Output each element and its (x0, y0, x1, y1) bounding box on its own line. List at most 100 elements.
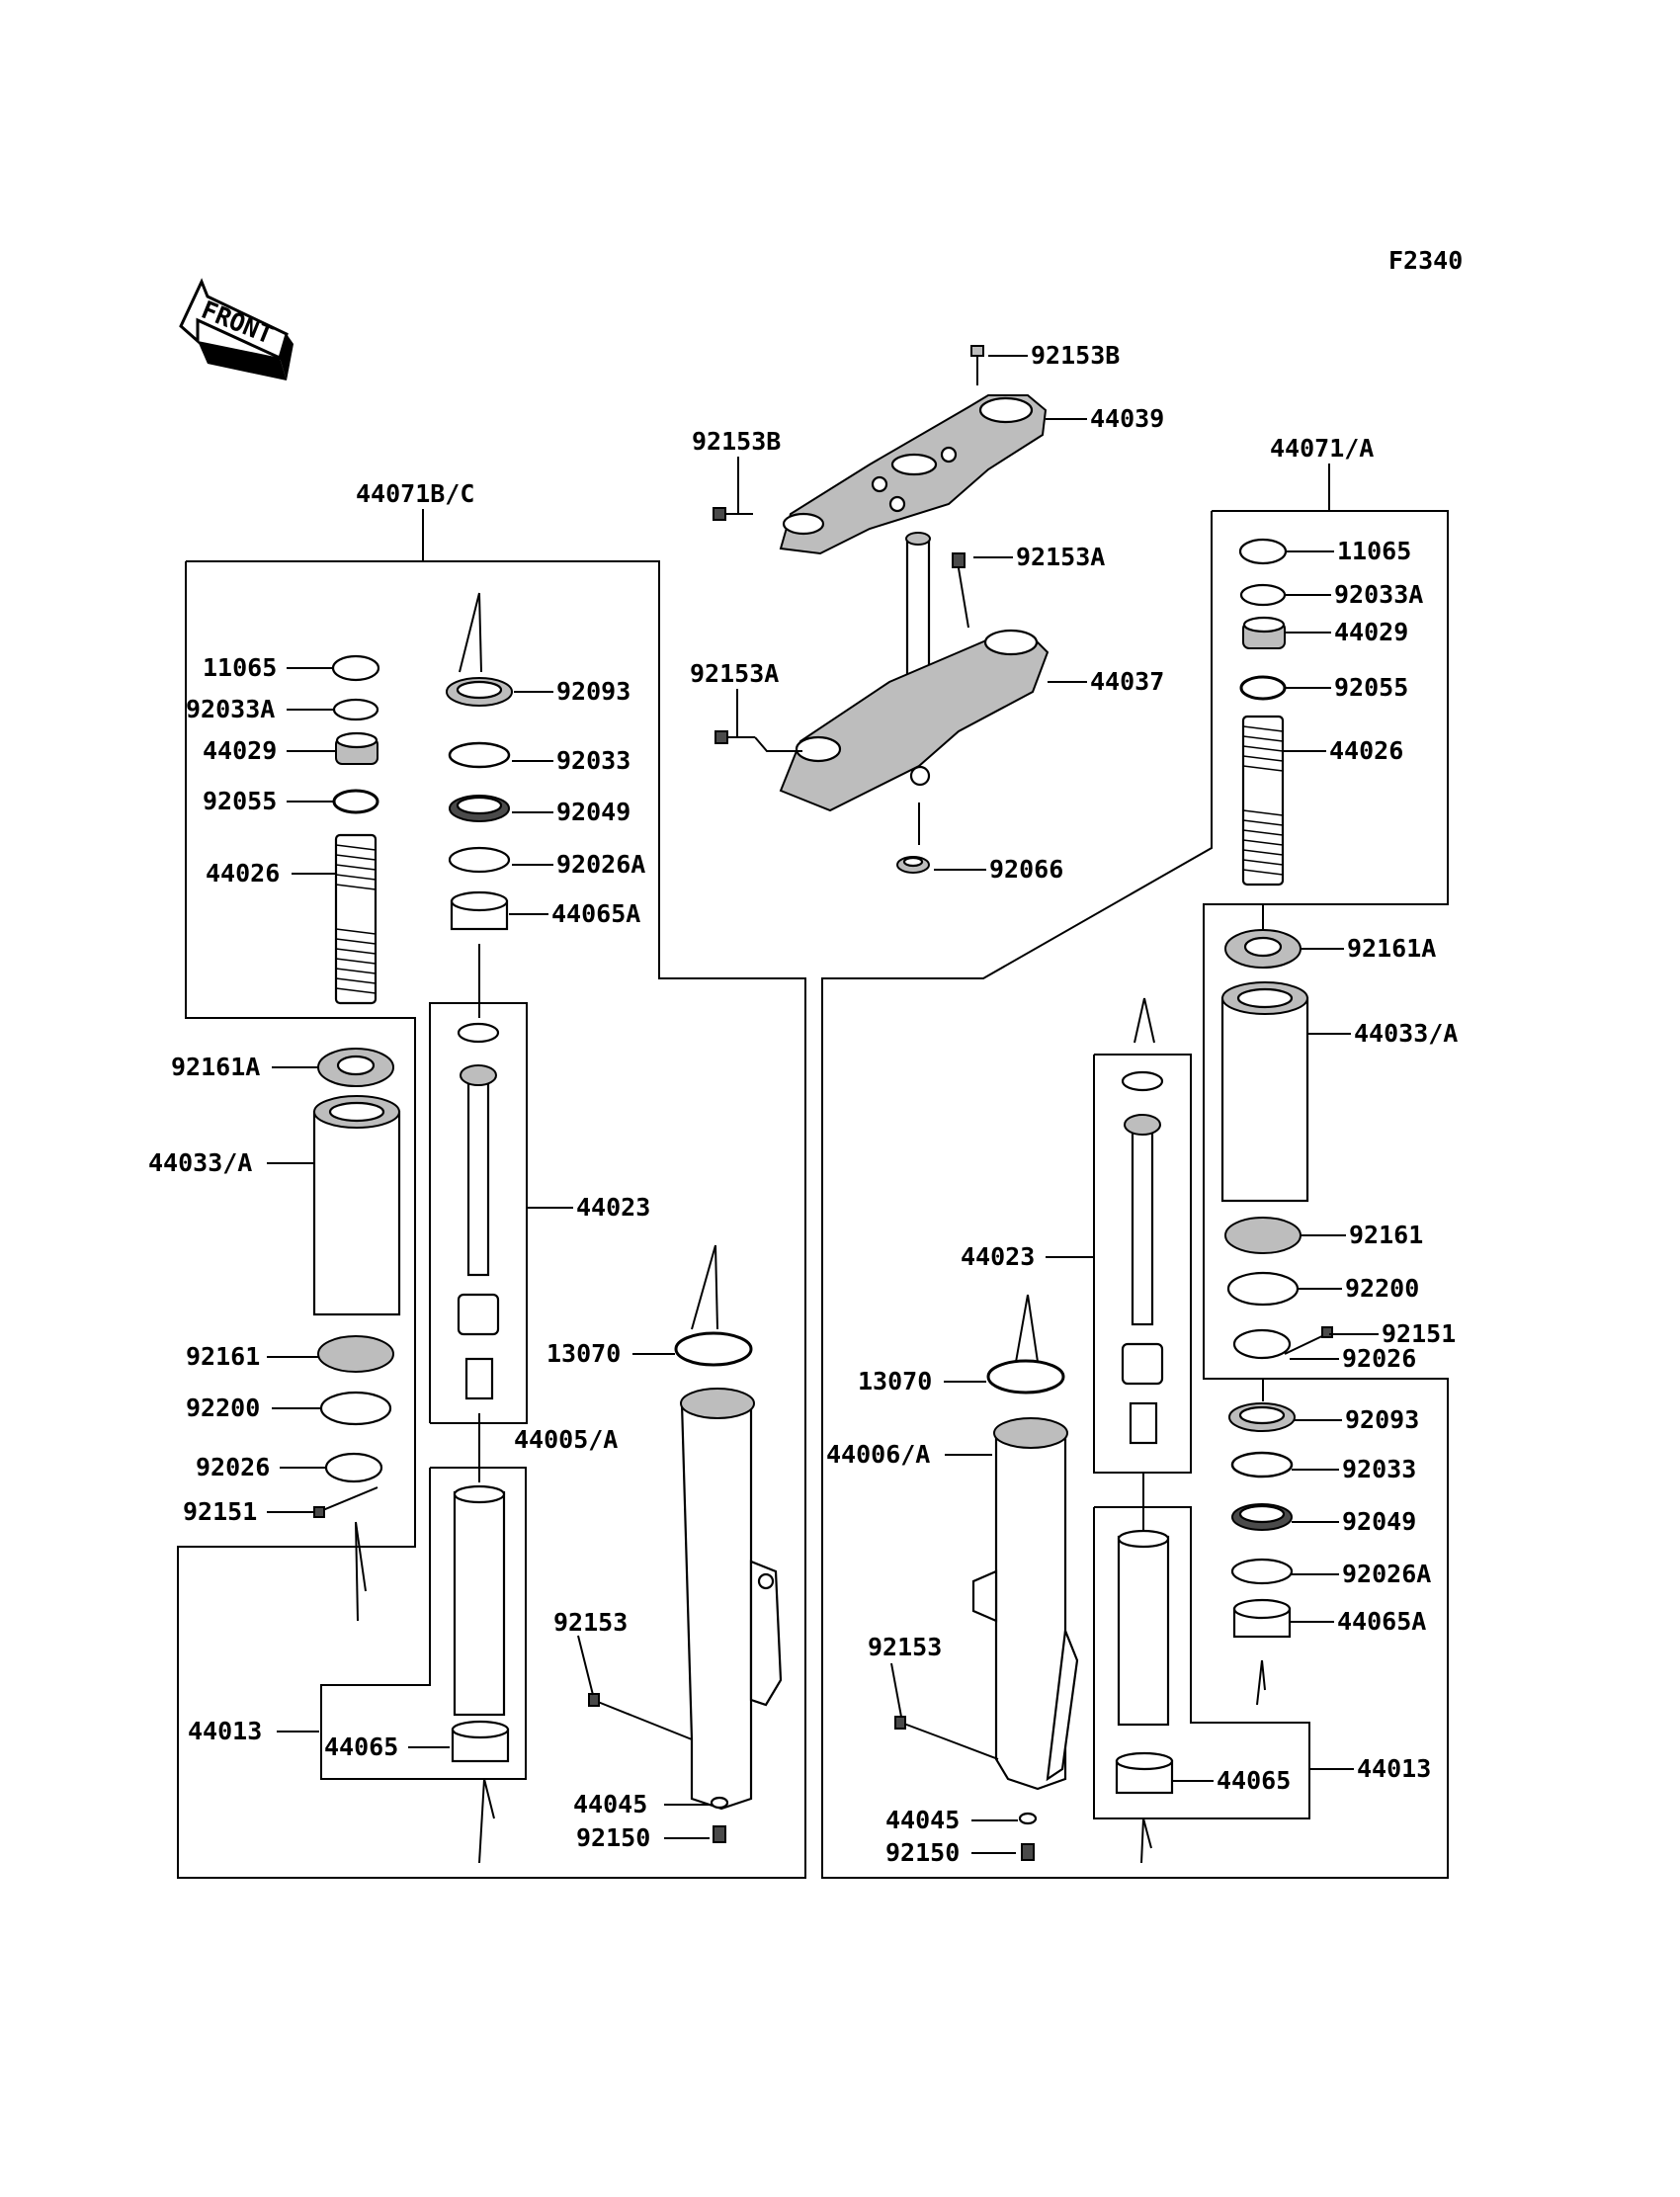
left-label-92150: 92150 (576, 1823, 650, 1852)
left-oring-92033A (332, 698, 379, 721)
right-drain-bolt-92150 (1021, 1843, 1035, 1861)
right-label-44013: 44013 (1357, 1754, 1431, 1783)
left-label-92153: 92153 (553, 1608, 628, 1637)
right-label-92033A: 92033A (1334, 580, 1423, 609)
right-label-92153: 92153 (868, 1633, 942, 1661)
right-bushing-44013 (1117, 1529, 1170, 1727)
assembly-label-left: 44071B/C (356, 479, 474, 508)
right-outer-tube-44006A (971, 1417, 1079, 1791)
left-label-11065: 11065 (203, 653, 277, 682)
right-oil-seal-92049 (1231, 1503, 1293, 1531)
right-clamp-92026 (1232, 1328, 1292, 1360)
left-screw-92151 (313, 1486, 378, 1518)
right-label-92161A: 92161A (1347, 934, 1436, 963)
right-label-44045: 44045 (885, 1806, 960, 1834)
left-outer-tube-44005A (680, 1388, 783, 1811)
left-tube-44033A (312, 1095, 401, 1316)
left-label-92093: 92093 (556, 677, 630, 706)
label-92153A-top: 92153A (1016, 543, 1105, 571)
upper-bracket-44039 (779, 394, 1048, 555)
seal-92066 (896, 803, 930, 874)
label-92153B-top: 92153B (1031, 341, 1120, 370)
right-bushing-44065 (1115, 1751, 1174, 1795)
left-washer-92161 (317, 1335, 394, 1373)
lower-bracket-44037 (779, 532, 1050, 812)
label-44039: 44039 (1090, 404, 1164, 433)
right-label-92026: 92026 (1342, 1344, 1416, 1373)
left-clamp-92026 (324, 1452, 383, 1483)
left-label-92161: 92161 (186, 1342, 260, 1371)
left-spring-44026 (334, 833, 378, 1005)
left-label-44065: 44065 (324, 1732, 398, 1761)
left-label-44029: 44029 (203, 736, 277, 765)
left-label-92033: 92033 (556, 746, 630, 775)
left-label-13070: 13070 (546, 1339, 621, 1368)
left-gasket-13070 (674, 1331, 753, 1367)
left-label-92026A: 92026A (556, 850, 645, 879)
right-label-92200: 92200 (1345, 1274, 1419, 1303)
left-label-44013: 44013 (188, 1717, 262, 1745)
left-label-92033A: 92033A (186, 695, 275, 723)
right-spring-44026 (1241, 715, 1285, 887)
right-bushing-44065A (1232, 1598, 1292, 1639)
left-label-92026: 92026 (196, 1453, 270, 1481)
right-label-92026A: 92026A (1342, 1560, 1431, 1588)
left-label-44026: 44026 (206, 859, 280, 887)
left-bolt-92153 (588, 1693, 633, 1717)
left-drain-bolt-92150 (713, 1825, 726, 1843)
left-label-44065A: 44065A (551, 899, 640, 928)
left-label-92200: 92200 (186, 1394, 260, 1422)
bolt-92153B-top (970, 345, 984, 385)
label-44037: 44037 (1090, 667, 1164, 696)
left-bushing-44065A (450, 890, 509, 931)
left-label-92151: 92151 (183, 1497, 257, 1526)
left-label-44005A: 44005/A (514, 1425, 618, 1454)
bolt-92153A-side (714, 730, 802, 752)
left-washer-92161A (317, 1048, 394, 1087)
left-dust-seal-92093 (446, 677, 513, 707)
right-label-44065A: 44065A (1337, 1607, 1426, 1636)
right-washer-44045 (1018, 1812, 1038, 1825)
right-label-44065: 44065 (1217, 1766, 1291, 1795)
right-label-44006A: 44006/A (826, 1440, 930, 1469)
bolt-92153B-side (713, 507, 753, 521)
left-cap-11065 (331, 654, 380, 682)
left-lower-group-box (320, 1467, 527, 1780)
right-label-44026: 44026 (1329, 736, 1403, 765)
label-92066: 92066 (989, 855, 1063, 884)
right-washer-92161A (1224, 929, 1302, 969)
right-cylinder-box (1093, 1054, 1192, 1474)
right-cap-11065 (1238, 538, 1288, 565)
right-label-92055: 92055 (1334, 673, 1408, 702)
right-gasket-13070 (986, 1359, 1065, 1394)
left-label-44023: 44023 (576, 1193, 650, 1222)
right-washer-92161 (1224, 1217, 1302, 1254)
right-oring-92033A (1239, 583, 1287, 607)
assembly-label-right: 44071/A (1270, 434, 1374, 463)
right-label-92150: 92150 (885, 1838, 960, 1867)
right-label-92093: 92093 (1345, 1405, 1419, 1434)
left-oil-seal-92049 (449, 795, 510, 822)
right-dust-seal-92093 (1228, 1402, 1296, 1432)
right-label-92033: 92033 (1342, 1455, 1416, 1483)
left-fork-outline (177, 560, 806, 1879)
left-ring-92200 (319, 1391, 392, 1426)
right-label-92151: 92151 (1382, 1319, 1456, 1348)
right-screw-92151 (1284, 1326, 1333, 1355)
right-fork-outline (821, 510, 1449, 1879)
right-label-11065: 11065 (1337, 537, 1411, 565)
front-arrow-text: FRONT (198, 296, 278, 350)
bolt-92153A-top (952, 552, 969, 629)
left-label-44033A: 44033/A (148, 1148, 252, 1177)
left-label-92161A: 92161A (171, 1053, 260, 1081)
right-label-44033A: 44033/A (1354, 1019, 1458, 1048)
left-label-92055: 92055 (203, 787, 277, 815)
right-snap-ring-92033 (1230, 1451, 1294, 1479)
right-oring-92055 (1239, 675, 1287, 701)
right-label-92049: 92049 (1342, 1507, 1416, 1536)
left-bushing-44013 (453, 1484, 506, 1717)
right-label-44023: 44023 (961, 1242, 1035, 1271)
right-ring-92200 (1226, 1271, 1300, 1307)
left-label-44045: 44045 (573, 1790, 647, 1818)
left-washer-44045 (710, 1796, 729, 1810)
